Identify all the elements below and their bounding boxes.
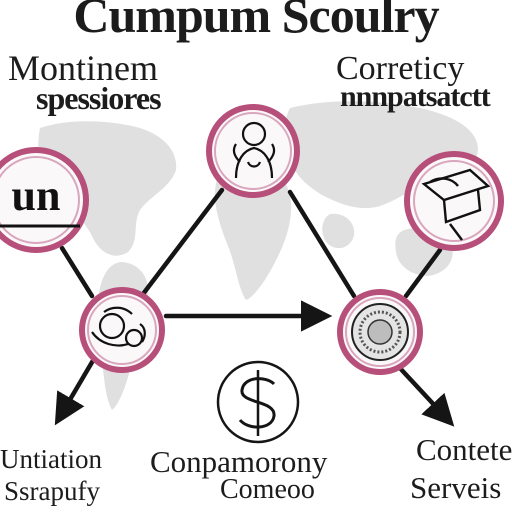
label-bottom-right-line1: Contete — [416, 432, 512, 467]
logo-un-icon: un — [12, 171, 61, 220]
connector-left-topleft — [59, 245, 95, 299]
node-bottom-left[interactable] — [79, 287, 165, 373]
connector-right-topright — [403, 247, 443, 299]
label-bottom-center-line1: Conpamorony — [150, 444, 328, 479]
connector-top-right — [287, 189, 357, 299]
page-title: Cumpum Scoulry — [73, 0, 439, 43]
node-bottom-right[interactable] — [337, 289, 423, 375]
connector-lines — [54, 187, 455, 427]
machine-icon — [91, 306, 146, 348]
connector-top-left — [137, 187, 225, 301]
node-right[interactable] — [404, 151, 504, 251]
node-top-center[interactable] — [206, 104, 300, 198]
node-left[interactable]: un — [0, 147, 89, 253]
coin-icon — [351, 303, 409, 361]
label-bottom-left-line1: Untiation — [0, 444, 102, 474]
arrow-bottom-right — [395, 363, 455, 427]
label-top-left-line2: spessiores — [36, 80, 162, 116]
label-top-right-line2: nnnpatsatctt — [340, 80, 491, 113]
person-icon — [232, 121, 276, 179]
label-bottom-right-line2: Serveis — [410, 470, 502, 505]
arrow-bottom-left — [54, 349, 101, 426]
label-bottom-center-line2: Comeoo — [220, 474, 315, 505]
label-top-right-line1: Correticy — [336, 50, 465, 87]
dollar-icon — [216, 360, 300, 444]
label-bottom-left-line2: Ssrapufy — [4, 476, 100, 506]
label-top-left-line1: Montinem — [8, 48, 158, 88]
tool-icon — [421, 168, 491, 241]
